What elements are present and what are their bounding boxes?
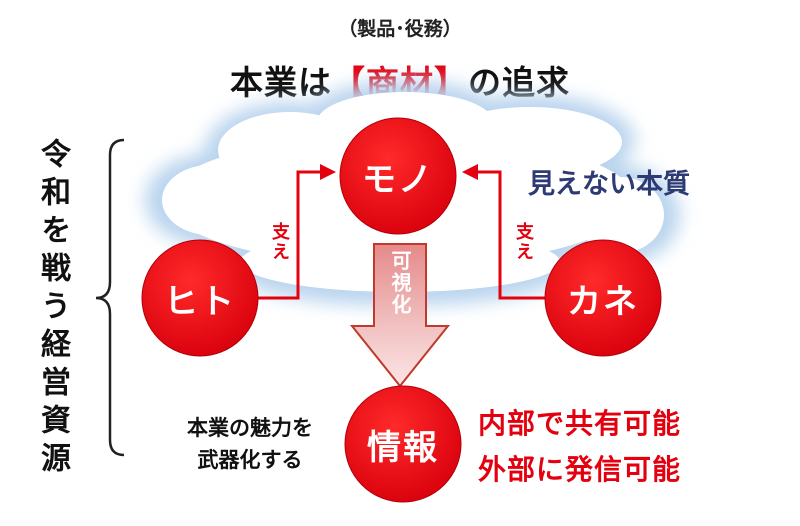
node-mono: モノ — [362, 159, 434, 200]
support-arrow-left — [258, 164, 336, 300]
hidden-essence-label: 見えない本質 — [528, 169, 690, 200]
support-arrow-right — [462, 164, 545, 300]
title-pre: 本業は — [230, 63, 332, 102]
hito-circle — [141, 239, 259, 357]
share-line-1: 内部で共有可能 — [478, 407, 682, 440]
weapon-line-2: 武器化する — [197, 448, 303, 472]
visualize-label: 可視化 — [388, 250, 412, 316]
cloud-shape — [145, 80, 680, 306]
jouhou-circle — [344, 385, 462, 503]
node-kane: カネ — [567, 281, 639, 322]
weapon-text: 本業の魅力を 武器化する — [155, 412, 345, 476]
support-label-left: 支え — [269, 222, 290, 262]
support-label-right: 支え — [513, 222, 534, 262]
node-hito: ヒト — [164, 281, 236, 322]
subtitle: （製品･役務） — [338, 18, 462, 40]
share-line-2: 外部に発信可能 — [478, 453, 682, 486]
node-jouhou: 情報 — [367, 427, 439, 468]
mono-circle — [339, 117, 457, 235]
side-label: 令和を戦う経営資源 — [35, 138, 70, 480]
visualize-arrow — [349, 243, 451, 388]
bracket — [95, 138, 125, 457]
kane-circle — [544, 239, 662, 357]
weapon-line-1: 本業の魅力を — [187, 416, 313, 440]
